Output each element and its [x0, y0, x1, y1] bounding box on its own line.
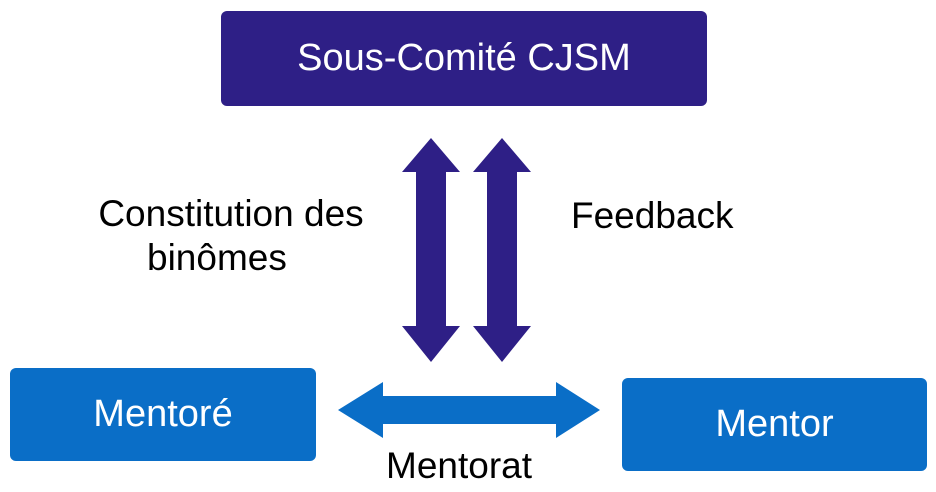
node-mentor: Mentor	[622, 378, 927, 471]
node-mentore: Mentoré	[10, 368, 316, 461]
label-feedback: Feedback	[571, 195, 734, 236]
arrow-feedback	[473, 138, 531, 362]
label-constitution-line2: binômes	[147, 237, 287, 278]
label-constitution-des-binomes: Constitution des binômes	[50, 192, 412, 280]
node-mentore-label: Mentoré	[93, 393, 233, 435]
arrow-constitution	[402, 138, 460, 362]
node-mentor-label: Mentor	[715, 403, 834, 445]
label-mentorat: Mentorat	[386, 445, 533, 486]
label-constitution-line1: Constitution des	[98, 193, 364, 234]
node-sous-comite: Sous-Comité CJSM	[221, 11, 707, 106]
node-sous-comite-label: Sous-Comité CJSM	[297, 37, 631, 79]
arrow-mentorat	[338, 382, 600, 438]
